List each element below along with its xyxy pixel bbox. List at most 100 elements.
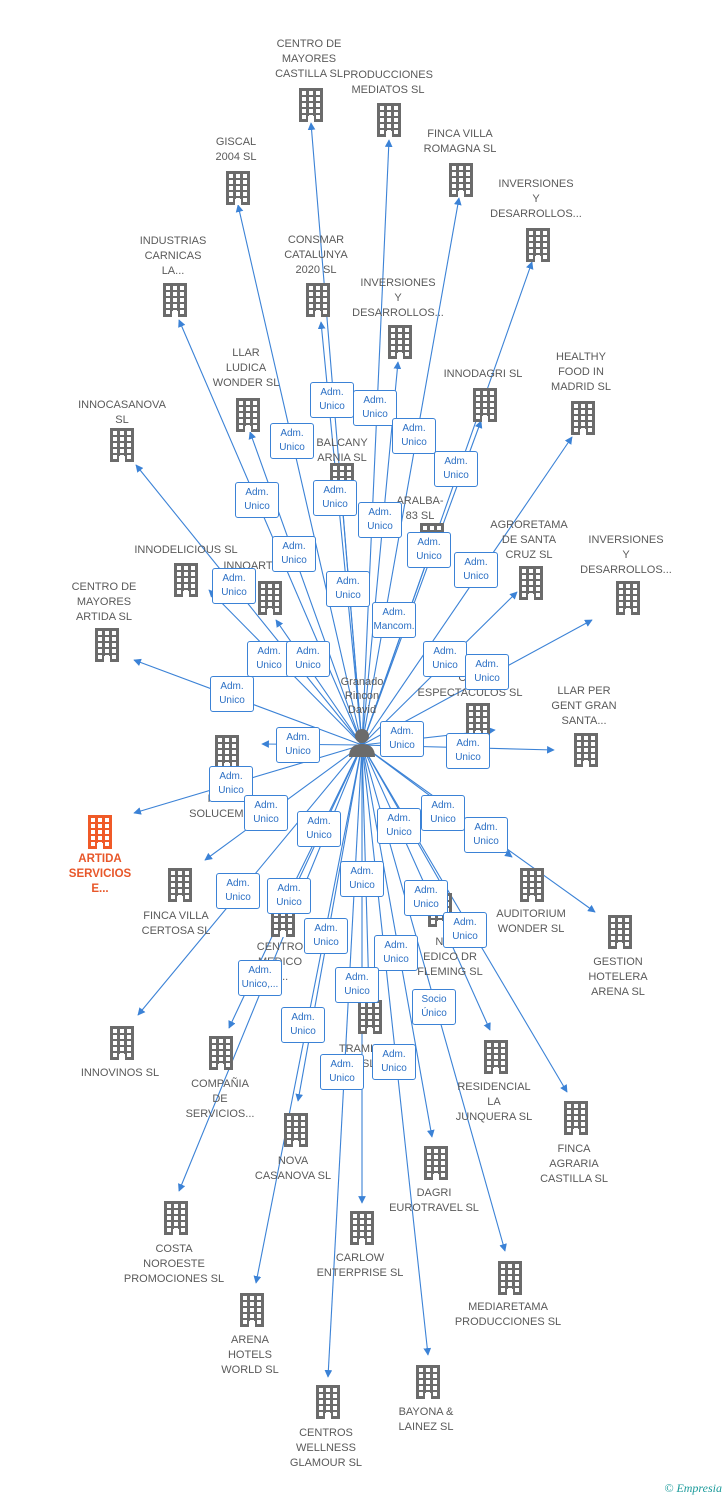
role-tag[interactable]: Adm.Unico xyxy=(276,727,320,763)
role-tag[interactable]: Adm.Unico xyxy=(377,808,421,844)
company-node-n7[interactable] xyxy=(263,283,373,317)
role-tag[interactable]: Adm.Unico xyxy=(272,536,316,572)
company-node-n5[interactable] xyxy=(483,228,593,262)
role-tag[interactable]: Adm.Unico xyxy=(297,811,341,847)
company-node-n41[interactable] xyxy=(273,1385,383,1419)
company-node-n22[interactable] xyxy=(172,735,282,769)
role-tag[interactable]: Adm.Unico xyxy=(210,676,254,712)
role-tag[interactable]: Adm.Unico xyxy=(404,880,448,916)
role-tag[interactable]: Adm.Unico xyxy=(407,532,451,568)
company-node-n21[interactable] xyxy=(531,733,641,767)
company-node-n9[interactable] xyxy=(193,398,303,432)
company-node-n36[interactable] xyxy=(121,1201,231,1235)
company-node-n30[interactable] xyxy=(166,1036,276,1070)
company-node-n31[interactable] xyxy=(315,1000,425,1034)
company-node-n20[interactable] xyxy=(423,703,533,737)
company-label-n29[interactable]: INNOVINOS SL xyxy=(60,1066,180,1081)
role-tag[interactable]: Adm.Unico,... xyxy=(238,960,282,996)
role-tag[interactable]: Adm.Unico xyxy=(443,912,487,948)
role-tag[interactable]: Adm.Unico xyxy=(340,861,384,897)
company-node-n32[interactable] xyxy=(441,1040,551,1074)
role-tag[interactable]: Adm.Unico xyxy=(286,641,330,677)
role-tag[interactable]: Adm.Unico xyxy=(212,568,256,604)
role-tag[interactable]: Adm.Unico xyxy=(465,654,509,690)
role-tag[interactable]: Adm.Unico xyxy=(304,918,348,954)
company-node-n35[interactable] xyxy=(381,1146,491,1180)
role-tag[interactable]: Adm.Unico xyxy=(216,873,260,909)
company-node-n4[interactable] xyxy=(406,163,516,197)
role-tag[interactable]: Adm.Unico xyxy=(247,641,291,677)
role-tag[interactable]: Adm.Unico xyxy=(358,502,402,538)
role-tag[interactable]: Adm.Unico xyxy=(310,382,354,418)
role-tag[interactable]: Adm.Unico xyxy=(423,641,467,677)
company-label-n14[interactable]: ARALBA-83 SL xyxy=(360,494,480,524)
company-node-n40[interactable] xyxy=(373,1365,483,1399)
company-node-n1[interactable] xyxy=(256,88,366,122)
company-node-n6[interactable] xyxy=(120,283,230,317)
role-tag[interactable]: Adm.Unico xyxy=(421,795,465,831)
role-tag[interactable]: Adm.Unico xyxy=(320,1054,364,1090)
company-node-n2[interactable] xyxy=(334,103,444,137)
company-node-n38[interactable] xyxy=(455,1261,565,1295)
role-tag[interactable]: Adm.Unico xyxy=(464,817,508,853)
company-node-n19[interactable] xyxy=(52,628,162,662)
role-tag[interactable]: Adm.Unico xyxy=(270,423,314,459)
company-node-n17[interactable] xyxy=(131,563,241,597)
company-label-n40[interactable]: BAYONA &LAINEZ SL xyxy=(366,1405,486,1435)
role-tag[interactable]: Adm.Unico xyxy=(281,1007,325,1043)
company-node-n10[interactable] xyxy=(430,388,540,422)
center-person-node[interactable]: Granado Rincon David xyxy=(312,675,412,757)
role-tag[interactable]: Adm.Unico xyxy=(313,480,357,516)
company-node-n8[interactable] xyxy=(345,325,455,359)
role-tag[interactable]: Adm.Unico xyxy=(335,967,379,1003)
role-tag[interactable]: Adm.Unico xyxy=(374,935,418,971)
company-node-n33[interactable] xyxy=(521,1101,631,1135)
role-tag[interactable]: Adm.Unico xyxy=(380,721,424,757)
role-tag[interactable]: Adm.Mancom. xyxy=(372,602,416,638)
company-node-n16[interactable] xyxy=(573,581,683,615)
role-tag[interactable]: Adm.Unico xyxy=(235,482,279,518)
role-tag[interactable]: Adm.Unico xyxy=(353,390,397,426)
company-label-n17[interactable]: INNODELICIOUS SL xyxy=(126,543,246,558)
role-tag[interactable]: Adm.Unico xyxy=(372,1044,416,1080)
company-node-n15[interactable] xyxy=(476,566,586,600)
company-label-n10[interactable]: INNODAGRI SL xyxy=(423,367,543,382)
role-tag[interactable]: Adm.Unico xyxy=(267,878,311,914)
company-node-n39[interactable] xyxy=(197,1293,307,1327)
company-node-n12[interactable] xyxy=(67,428,177,462)
company-node-n34[interactable] xyxy=(241,1113,351,1147)
role-tag[interactable]: Adm.Unico xyxy=(434,451,478,487)
company-node-n18[interactable] xyxy=(215,581,325,615)
role-tag[interactable]: Adm.Unico xyxy=(326,571,370,607)
role-tag[interactable]: Adm.Unico xyxy=(392,418,436,454)
role-tag[interactable]: Adm.Unico xyxy=(244,795,288,831)
